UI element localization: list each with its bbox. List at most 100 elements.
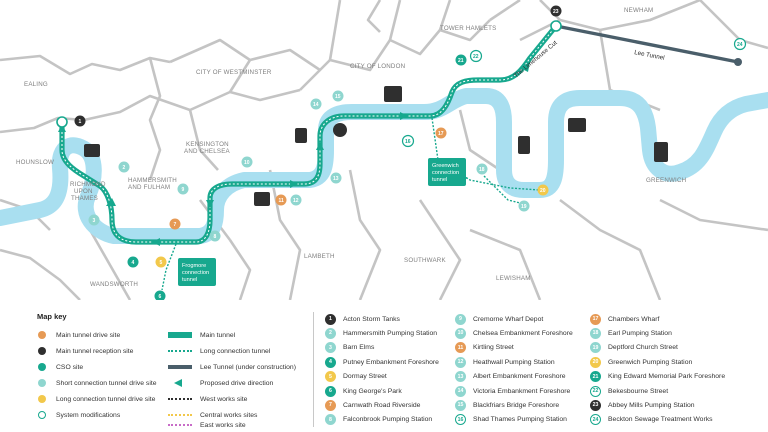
landmark-hammersmith-bridge-icon [84, 144, 100, 157]
abbey-mills-marker [550, 20, 562, 32]
site-pin-8[interactable]: 8 [209, 230, 221, 242]
site-pin-24[interactable]: 24 [733, 37, 747, 51]
site-pin-21[interactable]: 21 [455, 54, 467, 66]
river-thames [0, 88, 768, 244]
landmark-thames-barrier-icon [654, 142, 668, 162]
site-name: Blackfriars Bridge Foreshore [473, 401, 560, 409]
site-pin-4[interactable]: 4 [127, 256, 139, 268]
site-number-badge: 8 [325, 414, 336, 426]
site-pin-6[interactable]: 6 [154, 290, 166, 301]
frogmore-callout-line-3: tunnel [182, 277, 197, 283]
kensington-line-2: AND CHELSEA [184, 148, 231, 155]
borough-label-kensington: KENSINGTON AND CHELSEA [184, 141, 231, 155]
site-name: King Edward Memorial Park Foreshore [608, 373, 726, 381]
site-pin-10[interactable]: 10 [241, 156, 253, 168]
svg-text:22: 22 [473, 54, 479, 60]
key-label: Lee Tunnel (under construction) [200, 363, 296, 371]
svg-text:1: 1 [79, 119, 82, 125]
key-label: Long connection tunnel [200, 347, 271, 355]
key-main-tunnel: Main tunnel [168, 329, 235, 341]
svg-text:7: 7 [174, 222, 177, 228]
landmark-big-ben-icon [295, 128, 307, 143]
borough-label-hounslow: HOUNSLOW [16, 159, 54, 166]
site-number-badge: 18 [590, 327, 601, 339]
site-pin-11[interactable]: 11 [275, 194, 287, 206]
site-pin-5[interactable]: 5 [155, 256, 167, 268]
key-label: Proposed drive direction [200, 379, 274, 387]
svg-text:21: 21 [458, 58, 464, 64]
key-lee-tunnel: Lee Tunnel (under construction) [168, 361, 296, 373]
key-label: System modifications [56, 411, 121, 419]
site-pin-2[interactable]: 2 [118, 161, 130, 173]
main-tunnel-swatch-icon [168, 332, 192, 338]
site-number-badge: 7 [325, 399, 336, 411]
site-name: Kirtling Street [473, 344, 514, 352]
site-name: Bekesbourne Street [608, 387, 669, 395]
key-west-works: West works site [168, 393, 247, 405]
site-pin-19[interactable]: 19 [518, 200, 530, 212]
light-teal-dot-icon [38, 379, 46, 387]
hammersmith-line-1: HAMMERSMITH [128, 177, 177, 184]
site-name: Falconbrook Pumping Station [343, 416, 433, 424]
richmond-line-2: UPON [74, 188, 93, 195]
svg-text:3: 3 [93, 218, 96, 224]
key-label: Central works sites [200, 411, 258, 419]
site-name: Dormay Street [343, 373, 387, 381]
site-name: Greenwich Pumping Station [608, 358, 693, 366]
site-pin-17[interactable]: 17 [435, 127, 447, 139]
site-pin-16[interactable]: 16 [401, 134, 415, 148]
site-pin-9[interactable]: 9 [177, 183, 189, 195]
svg-text:9: 9 [182, 187, 185, 193]
site-pin-15[interactable]: 15 [332, 90, 344, 102]
key-site-20: 20 Greenwich Pumping Station [590, 356, 692, 368]
svg-text:18: 18 [479, 167, 485, 173]
drive-direction-arrow-icon [168, 378, 192, 388]
site-pin-20[interactable]: 20 [537, 184, 549, 196]
borough-label-richmond: RICHMOND UPON THAMES [70, 181, 108, 202]
site-number-badge: 12 [455, 356, 466, 368]
kensington-line-1: KENSINGTON [186, 141, 229, 148]
svg-text:16: 16 [405, 139, 411, 145]
key-label: Main tunnel [200, 331, 236, 339]
site-pin-13[interactable]: 13 [330, 172, 342, 184]
borough-label-wandsworth: WANDSWORTH [90, 281, 138, 288]
site-name: Abbey Mills Pumping Station [608, 401, 695, 409]
key-site-5: 5 Dormay Street [325, 371, 387, 383]
site-number-badge: 4 [325, 356, 336, 368]
site-number-badge: 5 [325, 371, 336, 383]
frogmore-callout-line-1: Frogmore [182, 263, 206, 269]
key-long-connection-tunnel: Long connection tunnel [168, 345, 270, 357]
site-pin-23[interactable]: 23 [550, 5, 562, 17]
site-number-badge: 11 [455, 342, 466, 354]
site-name: Barn Elms [343, 344, 375, 352]
site-pin-7[interactable]: 7 [169, 218, 181, 230]
svg-text:10: 10 [244, 160, 250, 166]
orange-dot-icon [38, 331, 46, 339]
site-pin-1[interactable]: 1 [74, 115, 86, 127]
site-pin-14[interactable]: 14 [310, 98, 322, 110]
site-pin-3[interactable]: 3 [88, 214, 100, 226]
site-number-badge: 17 [590, 313, 601, 325]
site-name: Cremorne Wharf Depot [473, 315, 544, 323]
site-pin-18[interactable]: 18 [476, 163, 488, 175]
richmond-line-3: THAMES [71, 195, 98, 202]
site-pin-22[interactable]: 22 [469, 49, 483, 63]
site-number-badge: 2 [325, 327, 336, 339]
svg-text:8: 8 [214, 234, 217, 240]
site-pin-12[interactable]: 12 [290, 194, 302, 206]
site-number-badge: 20 [590, 356, 601, 368]
tunnel-route-map: EALING HOUNSLOW RICHMOND UPON THAMES HAM… [0, 0, 768, 300]
drive-direction-arrows [58, 62, 530, 246]
